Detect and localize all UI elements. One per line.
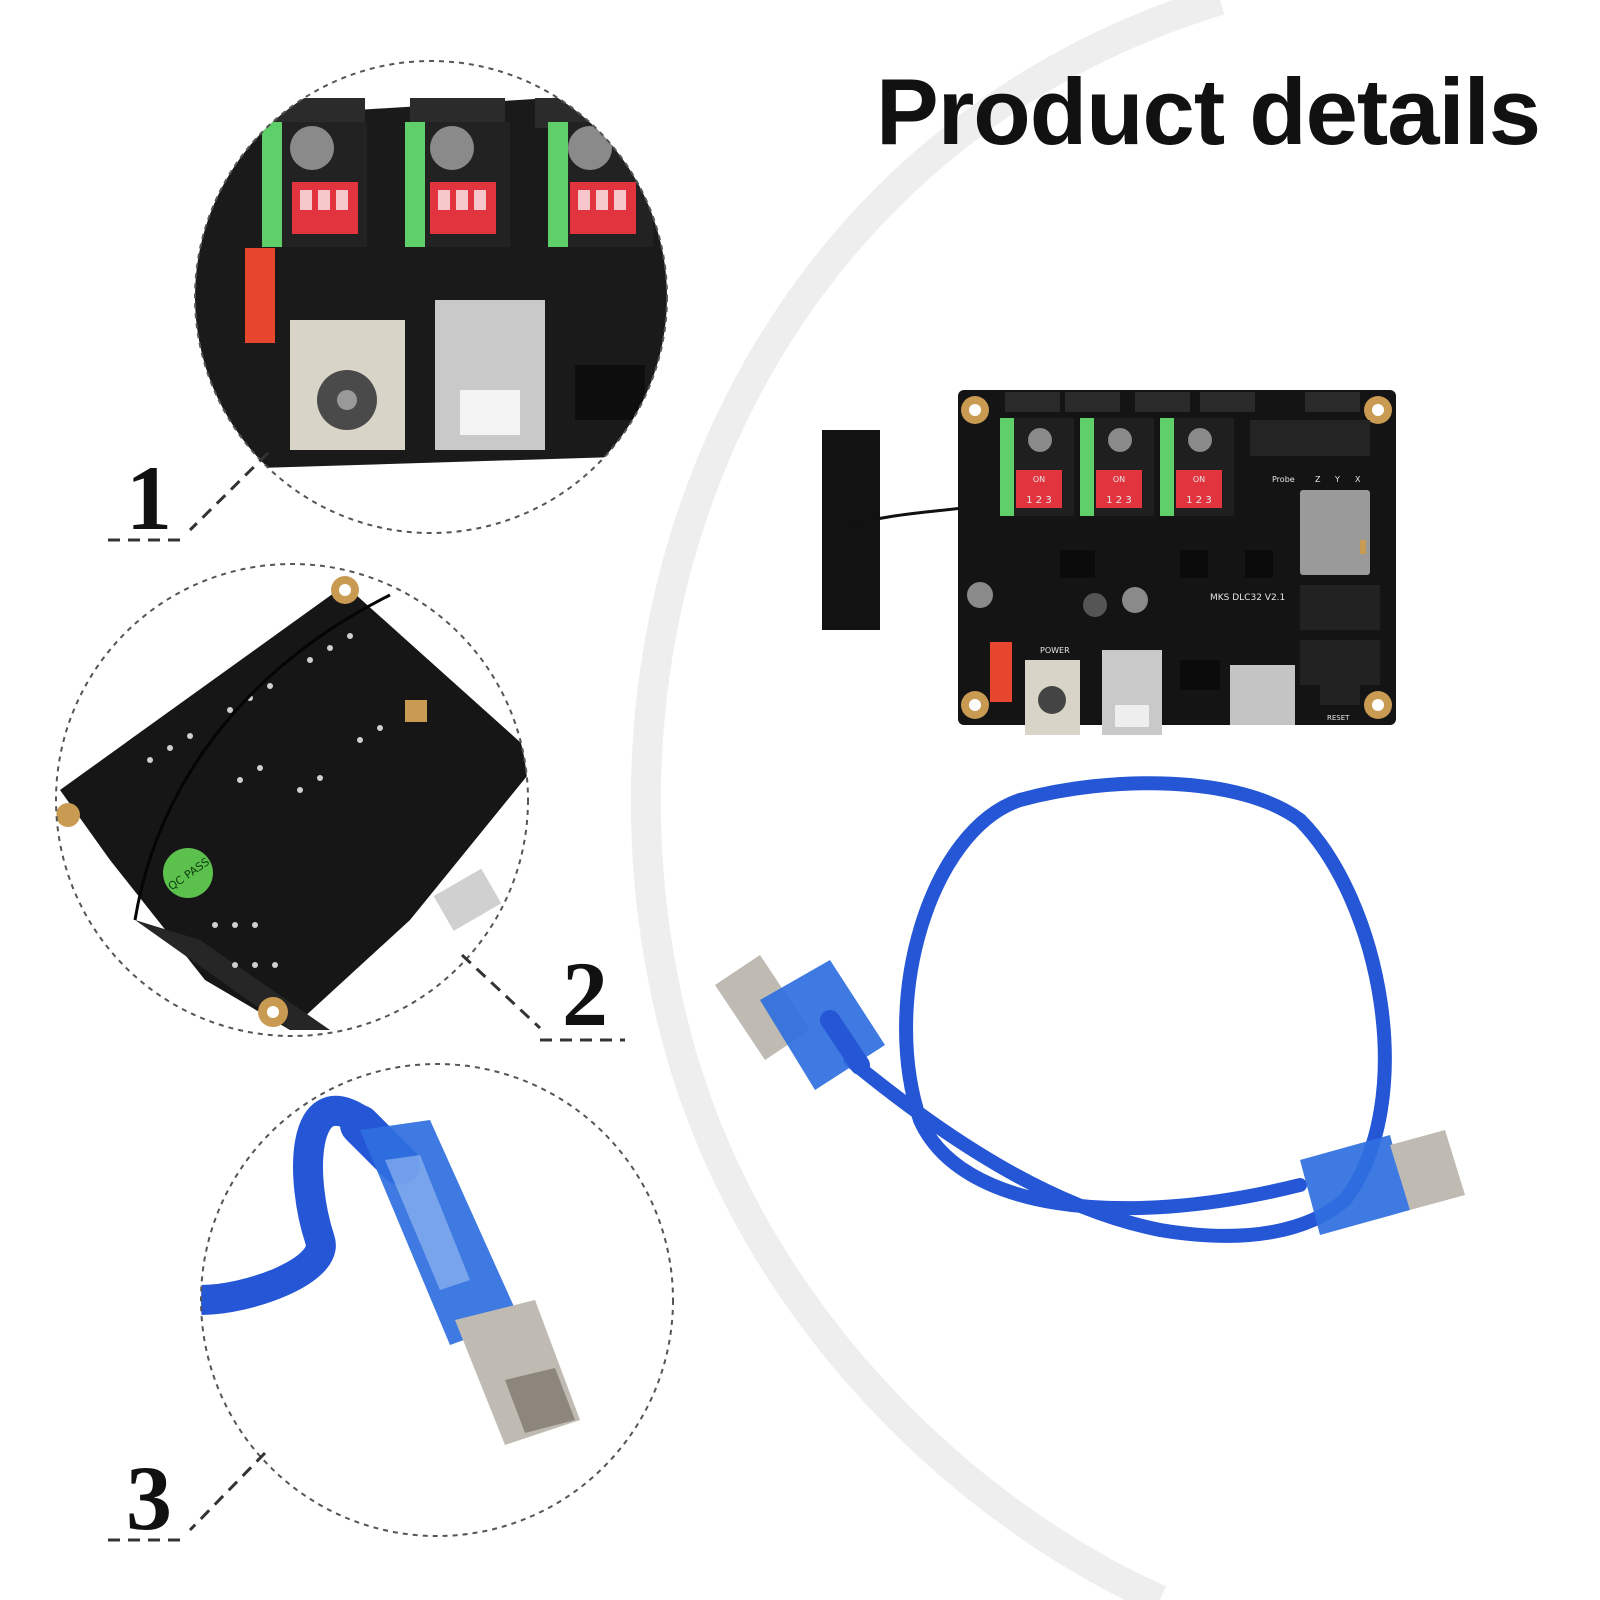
detail-label-1: 1 [126,447,172,549]
driver-module [262,122,367,247]
reset-label: RESET [1327,714,1350,722]
esp32-module [1300,490,1370,575]
power-label: POWER [1040,646,1070,655]
driver-module-z: ON 1 2 3 [1160,418,1234,516]
dip-on-label: ON [1033,475,1045,484]
dip-on-label: ON [1113,475,1125,484]
qc-sticker [163,848,213,898]
header-label-probe: Probe [1272,475,1295,484]
detail-2-image: QC PASS [56,564,528,1036]
dip-numbers: 1 2 3 [1186,495,1211,506]
detail-label-3: 3 [126,1447,172,1549]
header-label-z: Z [1315,475,1321,484]
wifi-antenna [822,430,880,630]
mainboard: ON 1 2 3 ON 1 2 3 ON 1 2 3 Probe Z Y X [958,390,1396,735]
page-title: Product details [876,59,1541,164]
detail-1-image [195,61,667,533]
dip-numbers: 1 2 3 [1106,495,1131,506]
dip-on-label: ON [1193,475,1205,484]
power-switch [990,642,1012,702]
driver-module-y: ON 1 2 3 [1080,418,1154,516]
detail-label-2: 2 [562,943,608,1045]
driver-module [405,122,510,247]
header-label-x: X [1355,475,1361,484]
detail-3-image [201,1064,673,1536]
dip-numbers: 1 2 3 [1026,495,1051,506]
header-label-y: Y [1334,475,1340,484]
usb-b-plug [1300,1135,1410,1235]
board-model-label: MKS DLC32 V2.1 [1210,593,1285,603]
sd-card-slot [1230,665,1295,725]
usb-cable [715,776,1465,1243]
driver-module-x: ON 1 2 3 [1000,418,1074,516]
power-switch [245,248,275,343]
